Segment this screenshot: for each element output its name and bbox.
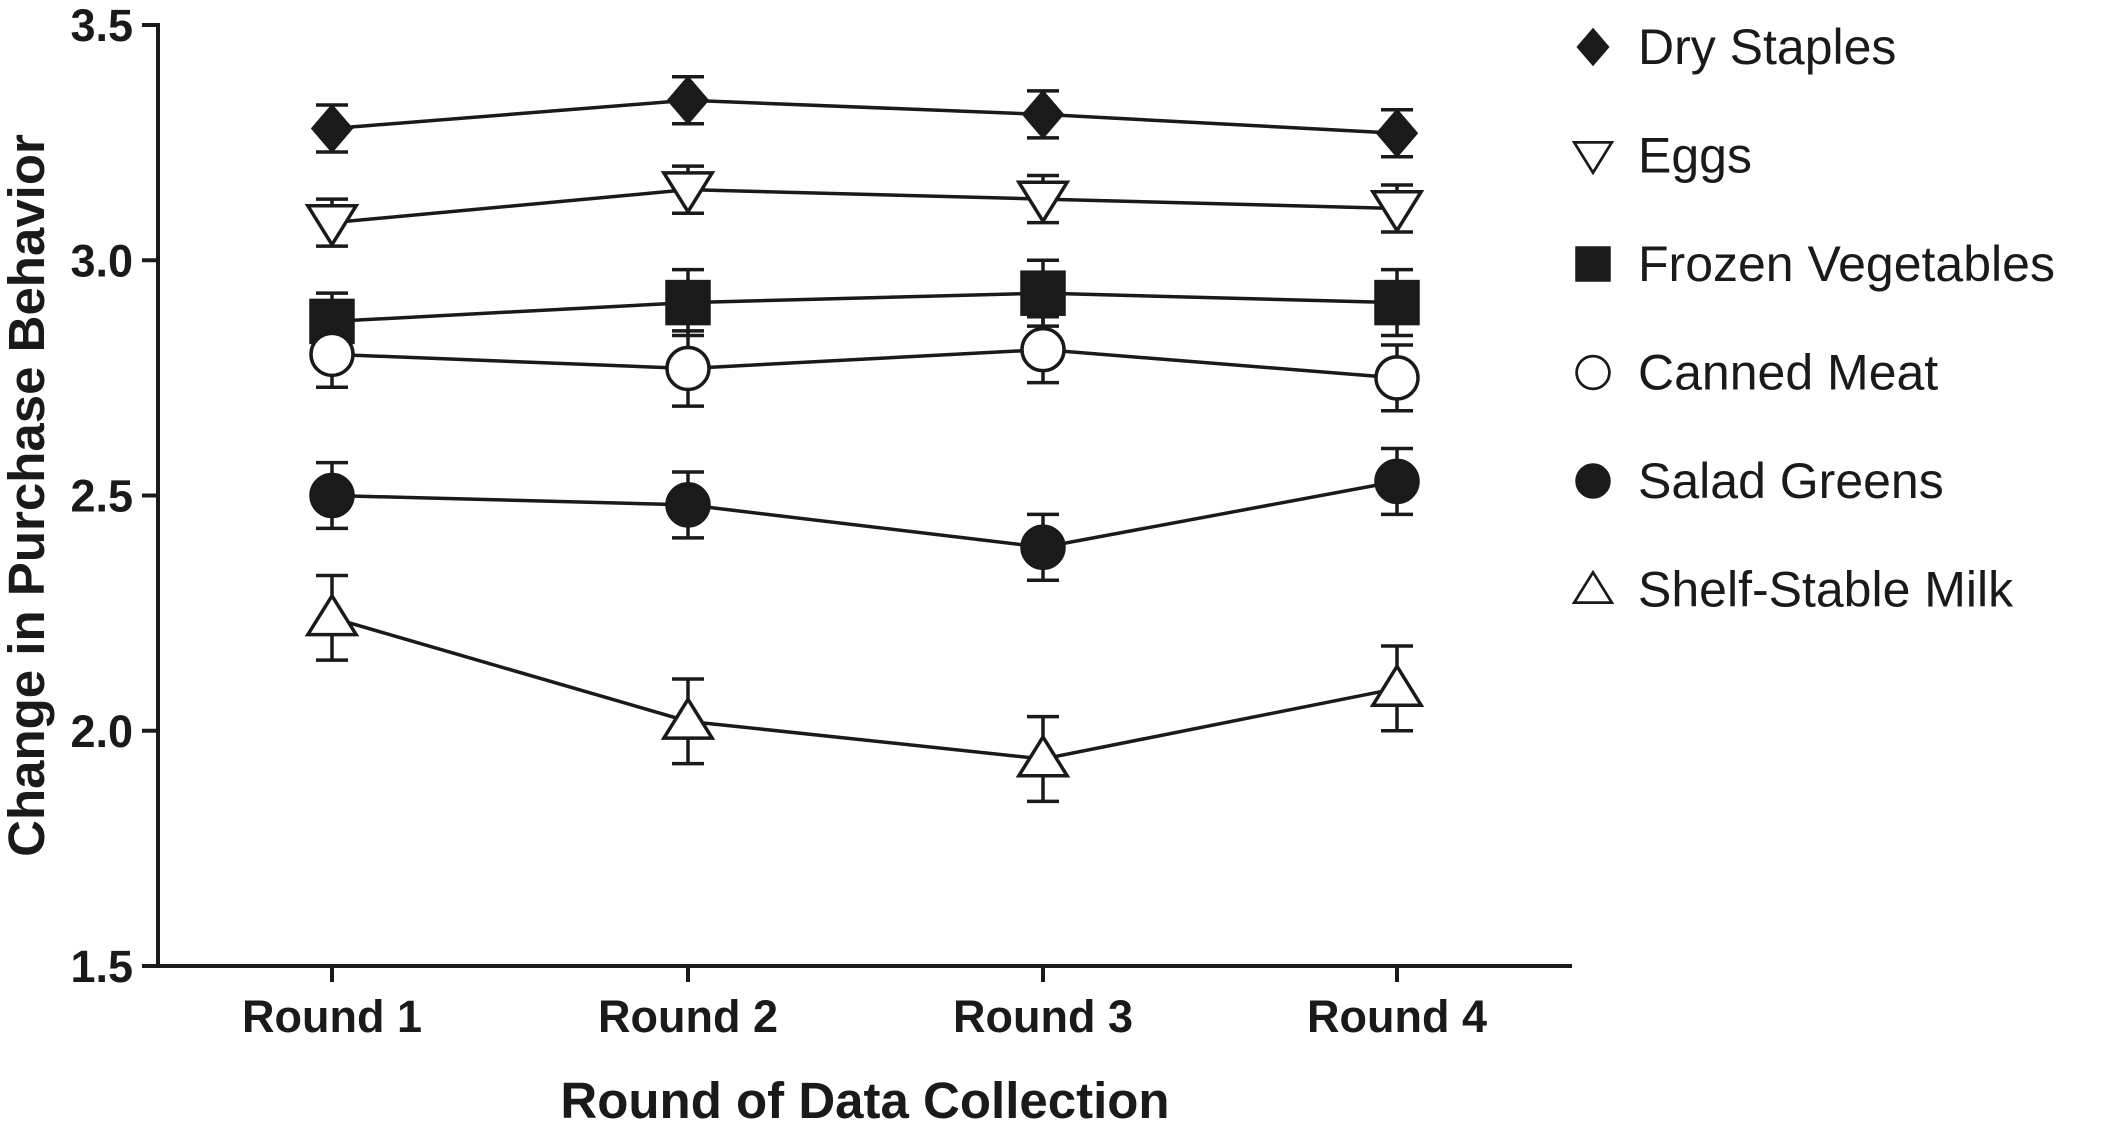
legend-marker (1576, 27, 1610, 67)
data-point-marker (1374, 279, 1420, 326)
series-line (331, 98, 1398, 135)
x-tick-label: Round 3 (953, 991, 1133, 1042)
y-tick-label: 2.5 (70, 471, 133, 522)
series-line (331, 347, 1398, 380)
chart-series-layer (304, 75, 1425, 804)
legend-marker (1571, 569, 1615, 604)
data-point-marker (660, 695, 716, 740)
series-dry-staples (310, 75, 1419, 159)
data-point-marker (1374, 458, 1420, 505)
series-line (331, 187, 1398, 225)
data-point-marker (1020, 326, 1066, 373)
data-point-marker (1369, 189, 1425, 234)
legend-label: Salad Greens (1638, 453, 1944, 509)
data-point-marker (1375, 108, 1419, 158)
y-tick-label: 2.0 (70, 706, 133, 757)
data-point-marker (309, 472, 355, 519)
legend-item: Dry Staples (1576, 19, 1896, 75)
data-point-marker (1015, 180, 1071, 225)
legend-item: Salad Greens (1575, 453, 1944, 509)
x-axis-title: Round of Data Collection (560, 1072, 1169, 1121)
data-point-marker (665, 279, 711, 326)
data-point-marker (1374, 355, 1420, 401)
data-point-marker (1015, 733, 1071, 778)
legend-label: Shelf-Stable Milk (1638, 562, 2014, 618)
legend-label: Dry Staples (1638, 19, 1896, 75)
legend-marker (1575, 246, 1611, 282)
legend-marker (1575, 463, 1611, 499)
data-point-marker (1021, 89, 1065, 140)
data-point-marker (666, 75, 710, 126)
data-point-marker (665, 345, 711, 392)
data-point-marker (304, 592, 360, 637)
y-tick-label: 1.5 (70, 941, 133, 992)
data-point-marker (1020, 524, 1066, 571)
legend-label: Eggs (1638, 128, 1752, 184)
legend-marker (1575, 354, 1611, 391)
data-point-marker (309, 331, 355, 378)
data-point-marker (304, 204, 360, 248)
x-tick-label: Round 2 (598, 991, 778, 1042)
series-canned-meat (309, 314, 1420, 413)
legend-marker (1571, 141, 1615, 176)
legend-item: Eggs (1571, 128, 1752, 184)
series-shelf-stable-milk (304, 573, 1425, 804)
y-tick-label: 3.5 (70, 0, 133, 51)
legend-item: Canned Meat (1575, 345, 1938, 401)
x-tick-label: Round 4 (1307, 991, 1487, 1042)
legend-item: Shelf-Stable Milk (1571, 562, 2014, 618)
series-line (331, 616, 1398, 761)
data-point-marker (310, 103, 354, 154)
legend-label: Canned Meat (1638, 345, 1938, 401)
legend-label: Frozen Vegetables (1638, 236, 2055, 292)
data-point-marker (1020, 270, 1066, 316)
series-line (331, 479, 1398, 550)
y-tick-label: 3.0 (70, 235, 133, 286)
data-point-marker (660, 171, 716, 216)
series-eggs (304, 164, 1425, 248)
series-line (331, 291, 1398, 324)
series-salad-greens (309, 446, 1420, 582)
y-axis-title: Change in Purchase Behavior (0, 134, 55, 857)
x-tick-label: Round 1 (242, 991, 422, 1042)
data-point-marker (665, 482, 711, 528)
legend-item: Frozen Vegetables (1575, 236, 2055, 292)
data-point-marker (1369, 663, 1425, 707)
series-frozen-vegetables (309, 258, 1420, 352)
